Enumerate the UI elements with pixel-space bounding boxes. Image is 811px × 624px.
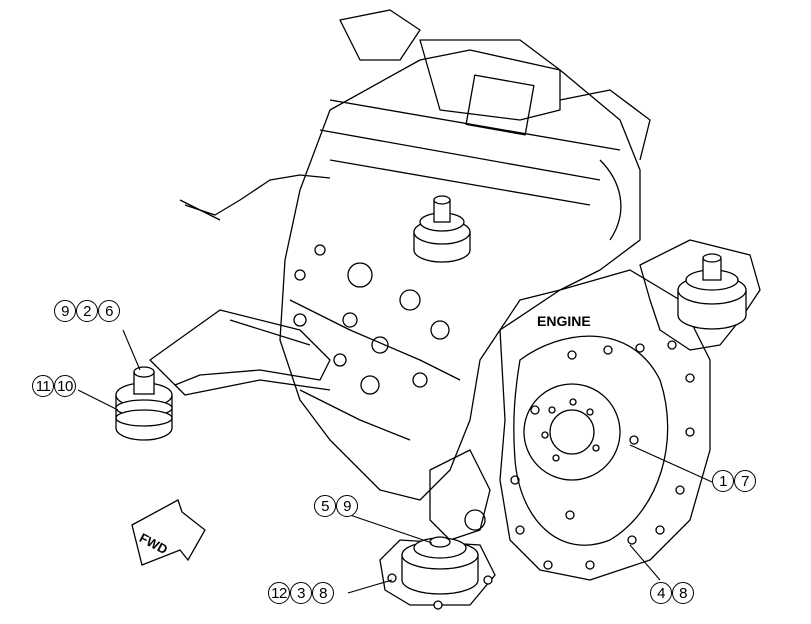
right-isolator (677, 253, 747, 330)
callout-number: 3 (290, 582, 312, 604)
callout-number: 9 (336, 495, 358, 517)
fwd-arrow (131, 499, 206, 566)
callout-number: 9 (54, 300, 76, 322)
flywheel (523, 383, 621, 481)
callout-number: 5 (314, 495, 336, 517)
callout-1-7: 1 7 (712, 470, 756, 492)
callout-number: 2 (76, 300, 98, 322)
left-isolator (115, 366, 173, 441)
callout-number: 11 (32, 375, 54, 397)
callout-number: 10 (54, 375, 76, 397)
callout-12-3-8: 12 3 8 (268, 582, 334, 604)
callout-number: 7 (734, 470, 756, 492)
callout-number: 8 (312, 582, 334, 604)
callout-9-2-6: 9 2 6 (54, 300, 120, 322)
left-mount-bracket (149, 309, 331, 386)
bottom-isolator (379, 536, 496, 610)
engine-label: ENGINE (537, 313, 591, 329)
top-center-isolator (413, 195, 471, 263)
callout-5-9: 5 9 (314, 495, 358, 517)
callout-number: 6 (98, 300, 120, 322)
callout-4-8: 4 8 (650, 582, 694, 604)
callout-number: 1 (712, 470, 734, 492)
engine-block-outline (279, 49, 641, 501)
flywheel-housing (499, 269, 711, 581)
callout-number: 12 (268, 582, 290, 604)
callout-number: 8 (672, 582, 694, 604)
housing-bolts (510, 340, 695, 570)
callout-number: 4 (650, 582, 672, 604)
dipstick-tube (184, 174, 331, 216)
callout-11-10: 11 10 (32, 375, 76, 397)
